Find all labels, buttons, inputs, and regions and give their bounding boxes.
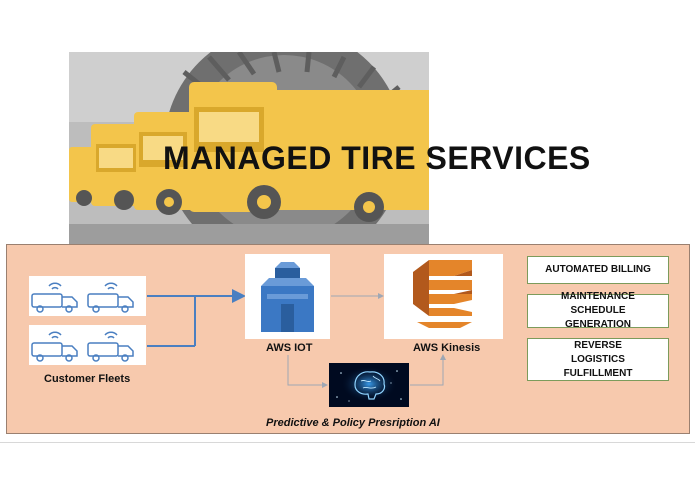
aws-kinesis-icon [413,260,472,328]
ai-node [329,363,409,407]
ai-caption: Predictive & Policy Presription AI [266,417,440,429]
fleet-trucks-bottom [29,325,146,365]
output-label: AUTOMATED BILLING [545,264,651,275]
connected-truck-icon [31,282,134,313]
output-label: MAINTENANCE SCHEDULE GENERATION [561,291,635,330]
output-box-billing: AUTOMATED BILLING [527,256,669,284]
page-title: MANAGED TIRE SERVICES [163,140,591,176]
output-label: REVERSE LOGISTICS FULFILLMENT [563,339,633,379]
aws-kinesis-node [384,254,503,339]
output-box-reverse-logistics: REVERSE LOGISTICS FULFILLMENT [527,338,669,381]
aws-kinesis-label: AWS Kinesis [413,342,481,354]
iot-to-ai-connector [287,355,328,388]
fleet-to-iot-connector [147,289,246,347]
connected-truck-icon [31,331,134,362]
brain-icon [329,363,409,407]
ai-to-kinesis-connector [410,354,446,386]
fleets-label: Customer Fleets [44,373,131,385]
divider [0,442,695,443]
fleet-trucks-top [29,276,146,316]
aws-iot-label: AWS IOT [266,342,313,354]
hero-truck-image [69,52,429,244]
aws-iot-icon [261,262,314,332]
aws-iot-node [245,254,330,339]
output-box-maintenance: MAINTENANCE SCHEDULE GENERATION [527,291,669,330]
